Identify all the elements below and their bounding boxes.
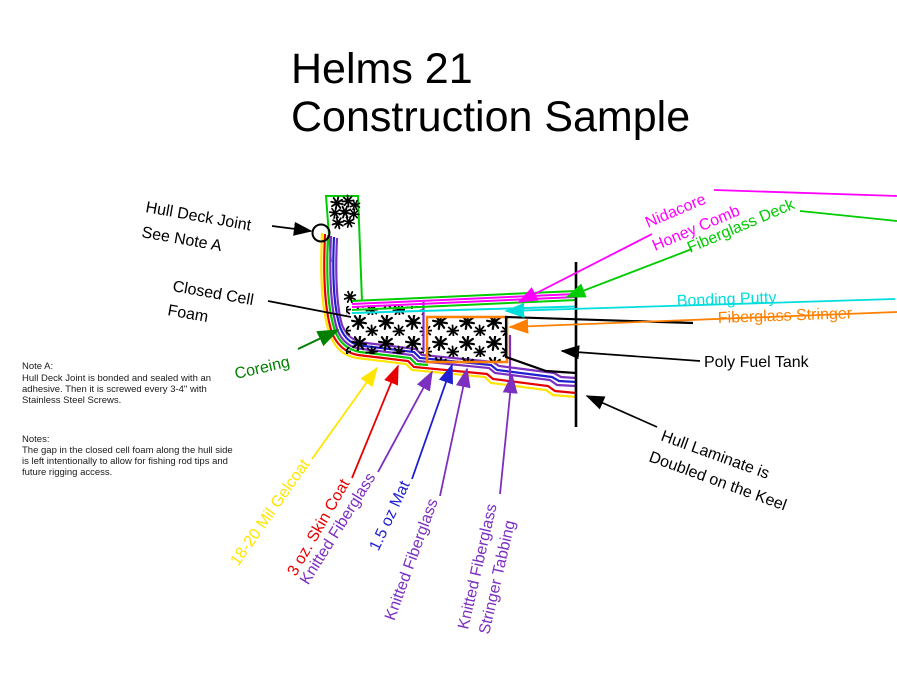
closed-cell-foam-leader bbox=[267, 300, 352, 318]
hull-side-core-fill bbox=[326, 192, 363, 232]
bonding-putty-line bbox=[351, 305, 577, 314]
note-a-block: Note A: Hull Deck Joint is bonded and se… bbox=[22, 361, 211, 406]
hull-laminate-leader bbox=[585, 395, 658, 428]
note-a-line2: adhesive. Then it is screwed every 3-4" … bbox=[22, 384, 207, 395]
knitted-fiberglass-2-leader bbox=[439, 367, 471, 497]
poly-fuel-tank-outline bbox=[504, 315, 694, 375]
hull-deck-joint-leader bbox=[271, 221, 313, 236]
bonding-putty-leader bbox=[504, 298, 896, 318]
nidacore-line-1 bbox=[351, 293, 577, 305]
fiberglass-stringer-leader bbox=[508, 311, 897, 334]
nidacore-line-2 bbox=[351, 296, 577, 308]
page-title-line2: Construction Sample bbox=[291, 93, 690, 141]
gelcoat-leader bbox=[311, 366, 378, 460]
poly-fuel-tank-leader bbox=[560, 345, 701, 362]
fiberglass-deck-leader bbox=[565, 248, 693, 298]
callout-labels: Hull Deck Joint See Note A Closed Cell F… bbox=[140, 191, 853, 636]
hull-deck-joint-label-line2: See Note A bbox=[140, 224, 223, 255]
stringer-tabbing-leader bbox=[499, 373, 518, 495]
fiberglass-stringer-label: Fiberglass Stringer bbox=[718, 305, 853, 327]
note-a-heading: Note A: bbox=[22, 361, 53, 372]
fiberglass-deck-leader-tail bbox=[799, 210, 897, 222]
closed-cell-foam-region bbox=[346, 306, 424, 354]
nidacore-leader bbox=[517, 233, 653, 303]
knitted-fiberglass-1-leader bbox=[377, 370, 433, 473]
poly-fuel-tank-label: Poly Fuel Tank bbox=[704, 354, 810, 371]
bonding-putty-label: Bonding Putty bbox=[677, 290, 777, 310]
coreing-leader bbox=[297, 329, 340, 350]
notes-line1: The gap in the closed cell foam along th… bbox=[22, 445, 233, 456]
closed-cell-foam-label-line2: Foam bbox=[166, 302, 209, 326]
mat-label: 1.5 oz Mat bbox=[367, 478, 414, 553]
coreing-label: Coreing bbox=[233, 354, 291, 383]
skin-coat-leader bbox=[351, 364, 399, 479]
note-a-line1: Hull Deck Joint is bonded and sealed wit… bbox=[22, 373, 211, 384]
notes-line2: is left intentionally to allow for fishi… bbox=[22, 456, 228, 467]
general-notes-block: Notes: The gap in the closed cell foam a… bbox=[22, 434, 233, 478]
note-a-line3: Stainless Steel Screws. bbox=[22, 395, 121, 406]
leader-lines bbox=[267, 189, 897, 497]
nidacore-leader-tail bbox=[713, 189, 897, 197]
page-title-line1: Helms 21 bbox=[291, 45, 473, 93]
mat-leader bbox=[411, 363, 453, 480]
fiberglass-stringer-box bbox=[425, 315, 509, 364]
notes-heading: Notes: bbox=[22, 434, 49, 445]
deck-bottom-skin-line bbox=[351, 299, 577, 311]
lone-foam-asterisk bbox=[341, 288, 359, 306]
notes-line3: future rigging access. bbox=[22, 467, 112, 478]
